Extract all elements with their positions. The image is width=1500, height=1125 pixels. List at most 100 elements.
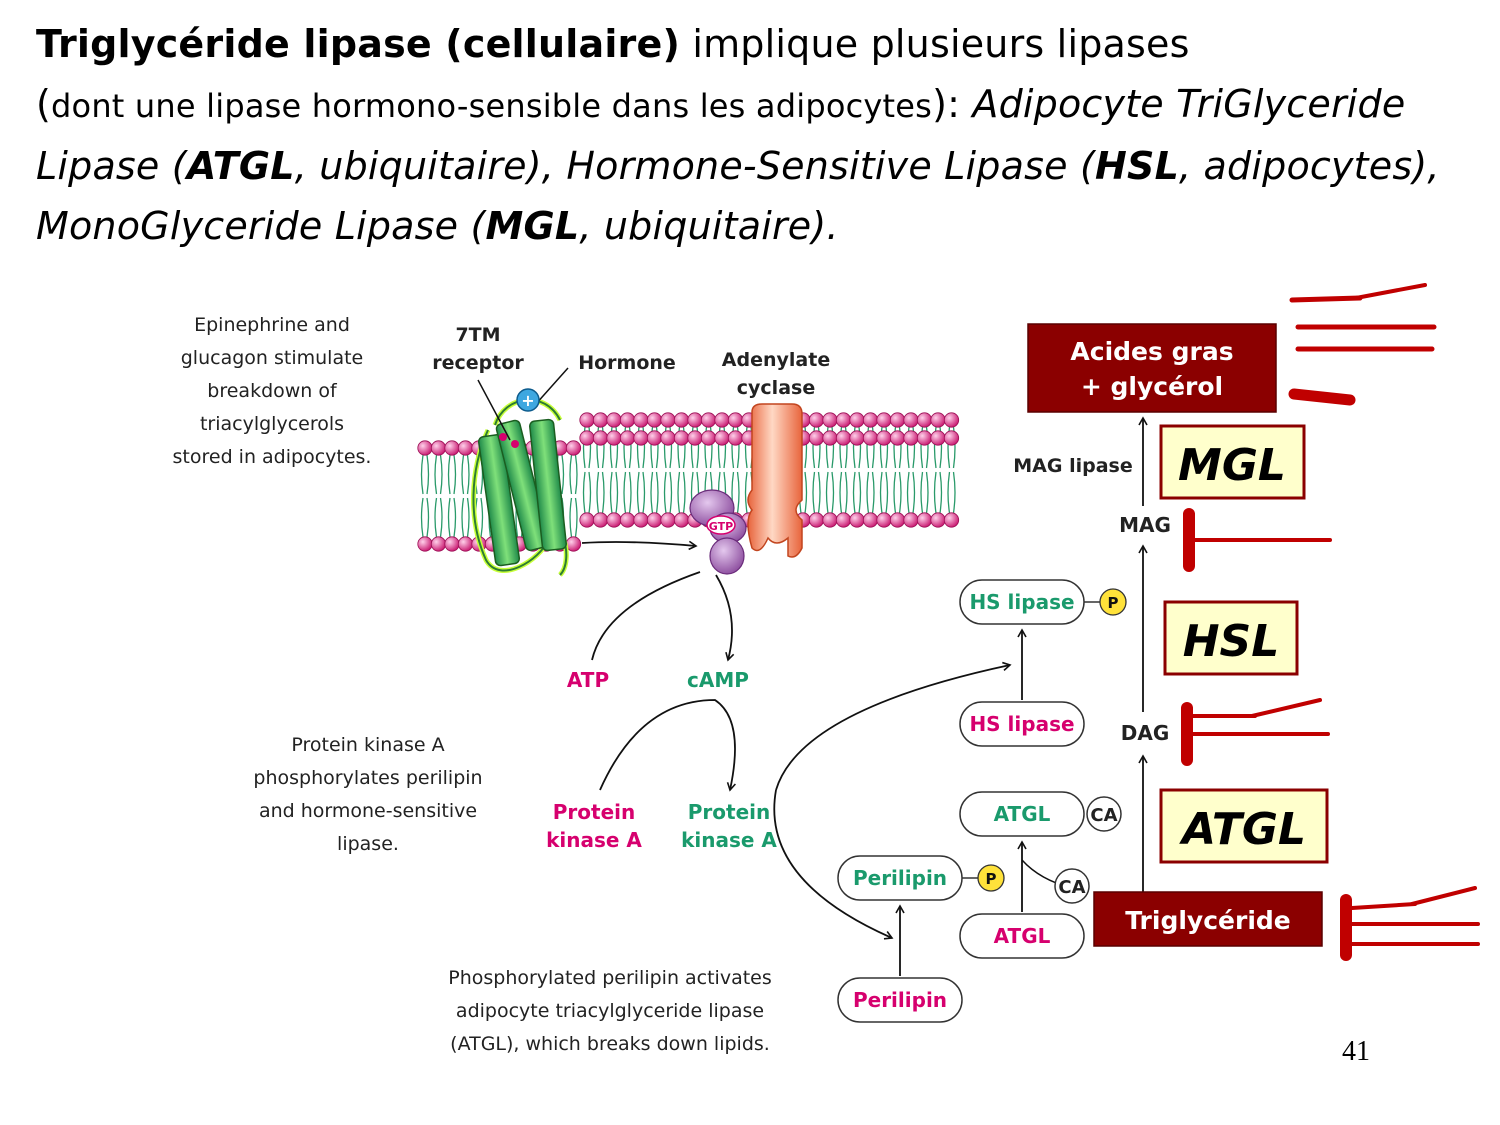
note-line: glucagon stimulate xyxy=(181,347,363,369)
heading-bold-mgl: MGL xyxy=(485,204,580,248)
adenylate-cyclase xyxy=(747,403,803,558)
lipid-head xyxy=(916,430,933,446)
acides-gras-box xyxy=(1027,323,1277,413)
lipid-tail xyxy=(609,471,619,514)
lipid-head xyxy=(673,412,690,428)
lipid-head xyxy=(849,430,865,446)
lipid-tail xyxy=(636,471,646,514)
lipid-head xyxy=(606,512,622,528)
note-line: Protein kinase A xyxy=(291,734,444,756)
lipid-head xyxy=(835,412,852,428)
hsl-label: HSL xyxy=(1183,616,1280,667)
lipid-head xyxy=(808,430,825,446)
lipid-tail xyxy=(596,426,605,469)
lipid-tail xyxy=(609,426,619,469)
lipid-tail xyxy=(447,497,457,538)
arrow-pka-to-hsl xyxy=(775,661,1012,791)
heading-paren-close: ): xyxy=(932,82,973,126)
lipid-tail xyxy=(866,471,875,514)
lipid-tail xyxy=(825,471,835,514)
lipid-tail xyxy=(420,454,430,495)
hsl-box xyxy=(1163,600,1299,676)
pka-active-label: Protein xyxy=(688,800,770,824)
lipid-head xyxy=(444,536,460,552)
lipid-tail xyxy=(852,471,862,514)
lipid-head xyxy=(579,412,595,428)
heading-title-bold: Triglycéride lipase (cellulaire) xyxy=(36,22,681,66)
lipid-head xyxy=(660,430,676,446)
lipid-head xyxy=(592,512,609,528)
lipid-tail xyxy=(893,471,902,514)
lipid-head xyxy=(619,512,636,528)
note-perilipin: Phosphorylated perilipin activates adipo… xyxy=(448,967,772,1055)
hs-lipase-box xyxy=(959,701,1085,747)
lipid-tail xyxy=(812,471,821,514)
atgl-enzyme-box xyxy=(1159,788,1329,864)
lipid-head xyxy=(727,412,744,428)
7tm-receptor: + xyxy=(471,367,569,577)
heading-italic-2: , ubiquitaire), Hormone-Sensitive Lipase… xyxy=(294,144,1095,188)
heading-bold-atgl: ATGL xyxy=(186,144,295,188)
lipid-tail xyxy=(879,426,889,469)
note-line: and hormone-sensitive xyxy=(259,800,477,822)
lipid-head xyxy=(700,412,717,428)
lipid-head xyxy=(417,536,433,552)
lipid-tail xyxy=(839,471,848,514)
lipid-tail xyxy=(596,471,605,514)
lipid-head xyxy=(943,412,960,428)
lipid-head xyxy=(579,512,595,528)
hs-lipase-label: HS lipase xyxy=(969,712,1074,736)
lipid-head xyxy=(876,412,892,428)
lipid-head xyxy=(822,430,838,446)
lipid-head xyxy=(592,412,609,428)
lipid-head xyxy=(673,430,690,446)
lipid-tail xyxy=(650,426,659,469)
lipid-tail xyxy=(434,497,443,538)
lipid-head xyxy=(835,512,852,528)
g-protein: GTP xyxy=(689,489,747,575)
arrow-pka-activation xyxy=(599,699,736,792)
lipid-tail xyxy=(623,426,632,469)
lipid-tail xyxy=(825,426,835,469)
lipid-tail xyxy=(461,454,470,495)
arrow-from-atp xyxy=(591,571,701,661)
lipid-tail xyxy=(879,471,889,514)
note-line: breakdown of xyxy=(207,380,338,402)
lipid-tail xyxy=(650,471,659,514)
note-line: lipase. xyxy=(337,833,399,855)
lipid-head xyxy=(673,512,690,528)
heading-bold-hsl: HSL xyxy=(1095,144,1179,188)
note-line: adipocyte triacylglyceride lipase xyxy=(456,1000,764,1022)
heading-italic-1: Adipocyte TriGlyceride Lipase ( xyxy=(36,82,1406,188)
lipid-tail xyxy=(839,426,848,469)
dag-label: DAG xyxy=(1121,721,1170,745)
lipid-head xyxy=(660,412,676,428)
perilipin-box xyxy=(837,977,963,1023)
ca-icon xyxy=(1086,796,1122,832)
atgl-active-box xyxy=(959,791,1085,837)
lipid-head xyxy=(646,512,663,528)
heading-paren-open: ( xyxy=(36,82,52,126)
arrow-to-camp xyxy=(715,574,735,662)
camp-label: cAMP xyxy=(687,668,749,692)
lipid-head xyxy=(808,412,825,428)
lipid-head xyxy=(633,430,649,446)
lipid-head xyxy=(687,412,703,428)
slide-number: 41 xyxy=(1342,1036,1370,1067)
atgl-active-label: ATGL xyxy=(994,802,1051,826)
lipid-head xyxy=(606,430,622,446)
lipid-head xyxy=(862,412,879,428)
lipid-head xyxy=(849,512,865,528)
mag-lipase-label: MAG lipase xyxy=(1013,455,1132,477)
lipid-tail xyxy=(947,426,956,469)
lipid-head xyxy=(619,430,636,446)
lipid-head xyxy=(579,430,595,446)
mag-label: MAG xyxy=(1119,513,1171,537)
lipid-head xyxy=(903,430,919,446)
triglyceride-label: Triglycéride xyxy=(1125,906,1291,935)
lipid-head xyxy=(457,536,474,552)
perilipin-p-label: Perilipin xyxy=(853,866,947,890)
mgl-box xyxy=(1159,424,1306,500)
lipid-head xyxy=(930,512,946,528)
label-adenylate: Adenylate xyxy=(722,349,830,371)
